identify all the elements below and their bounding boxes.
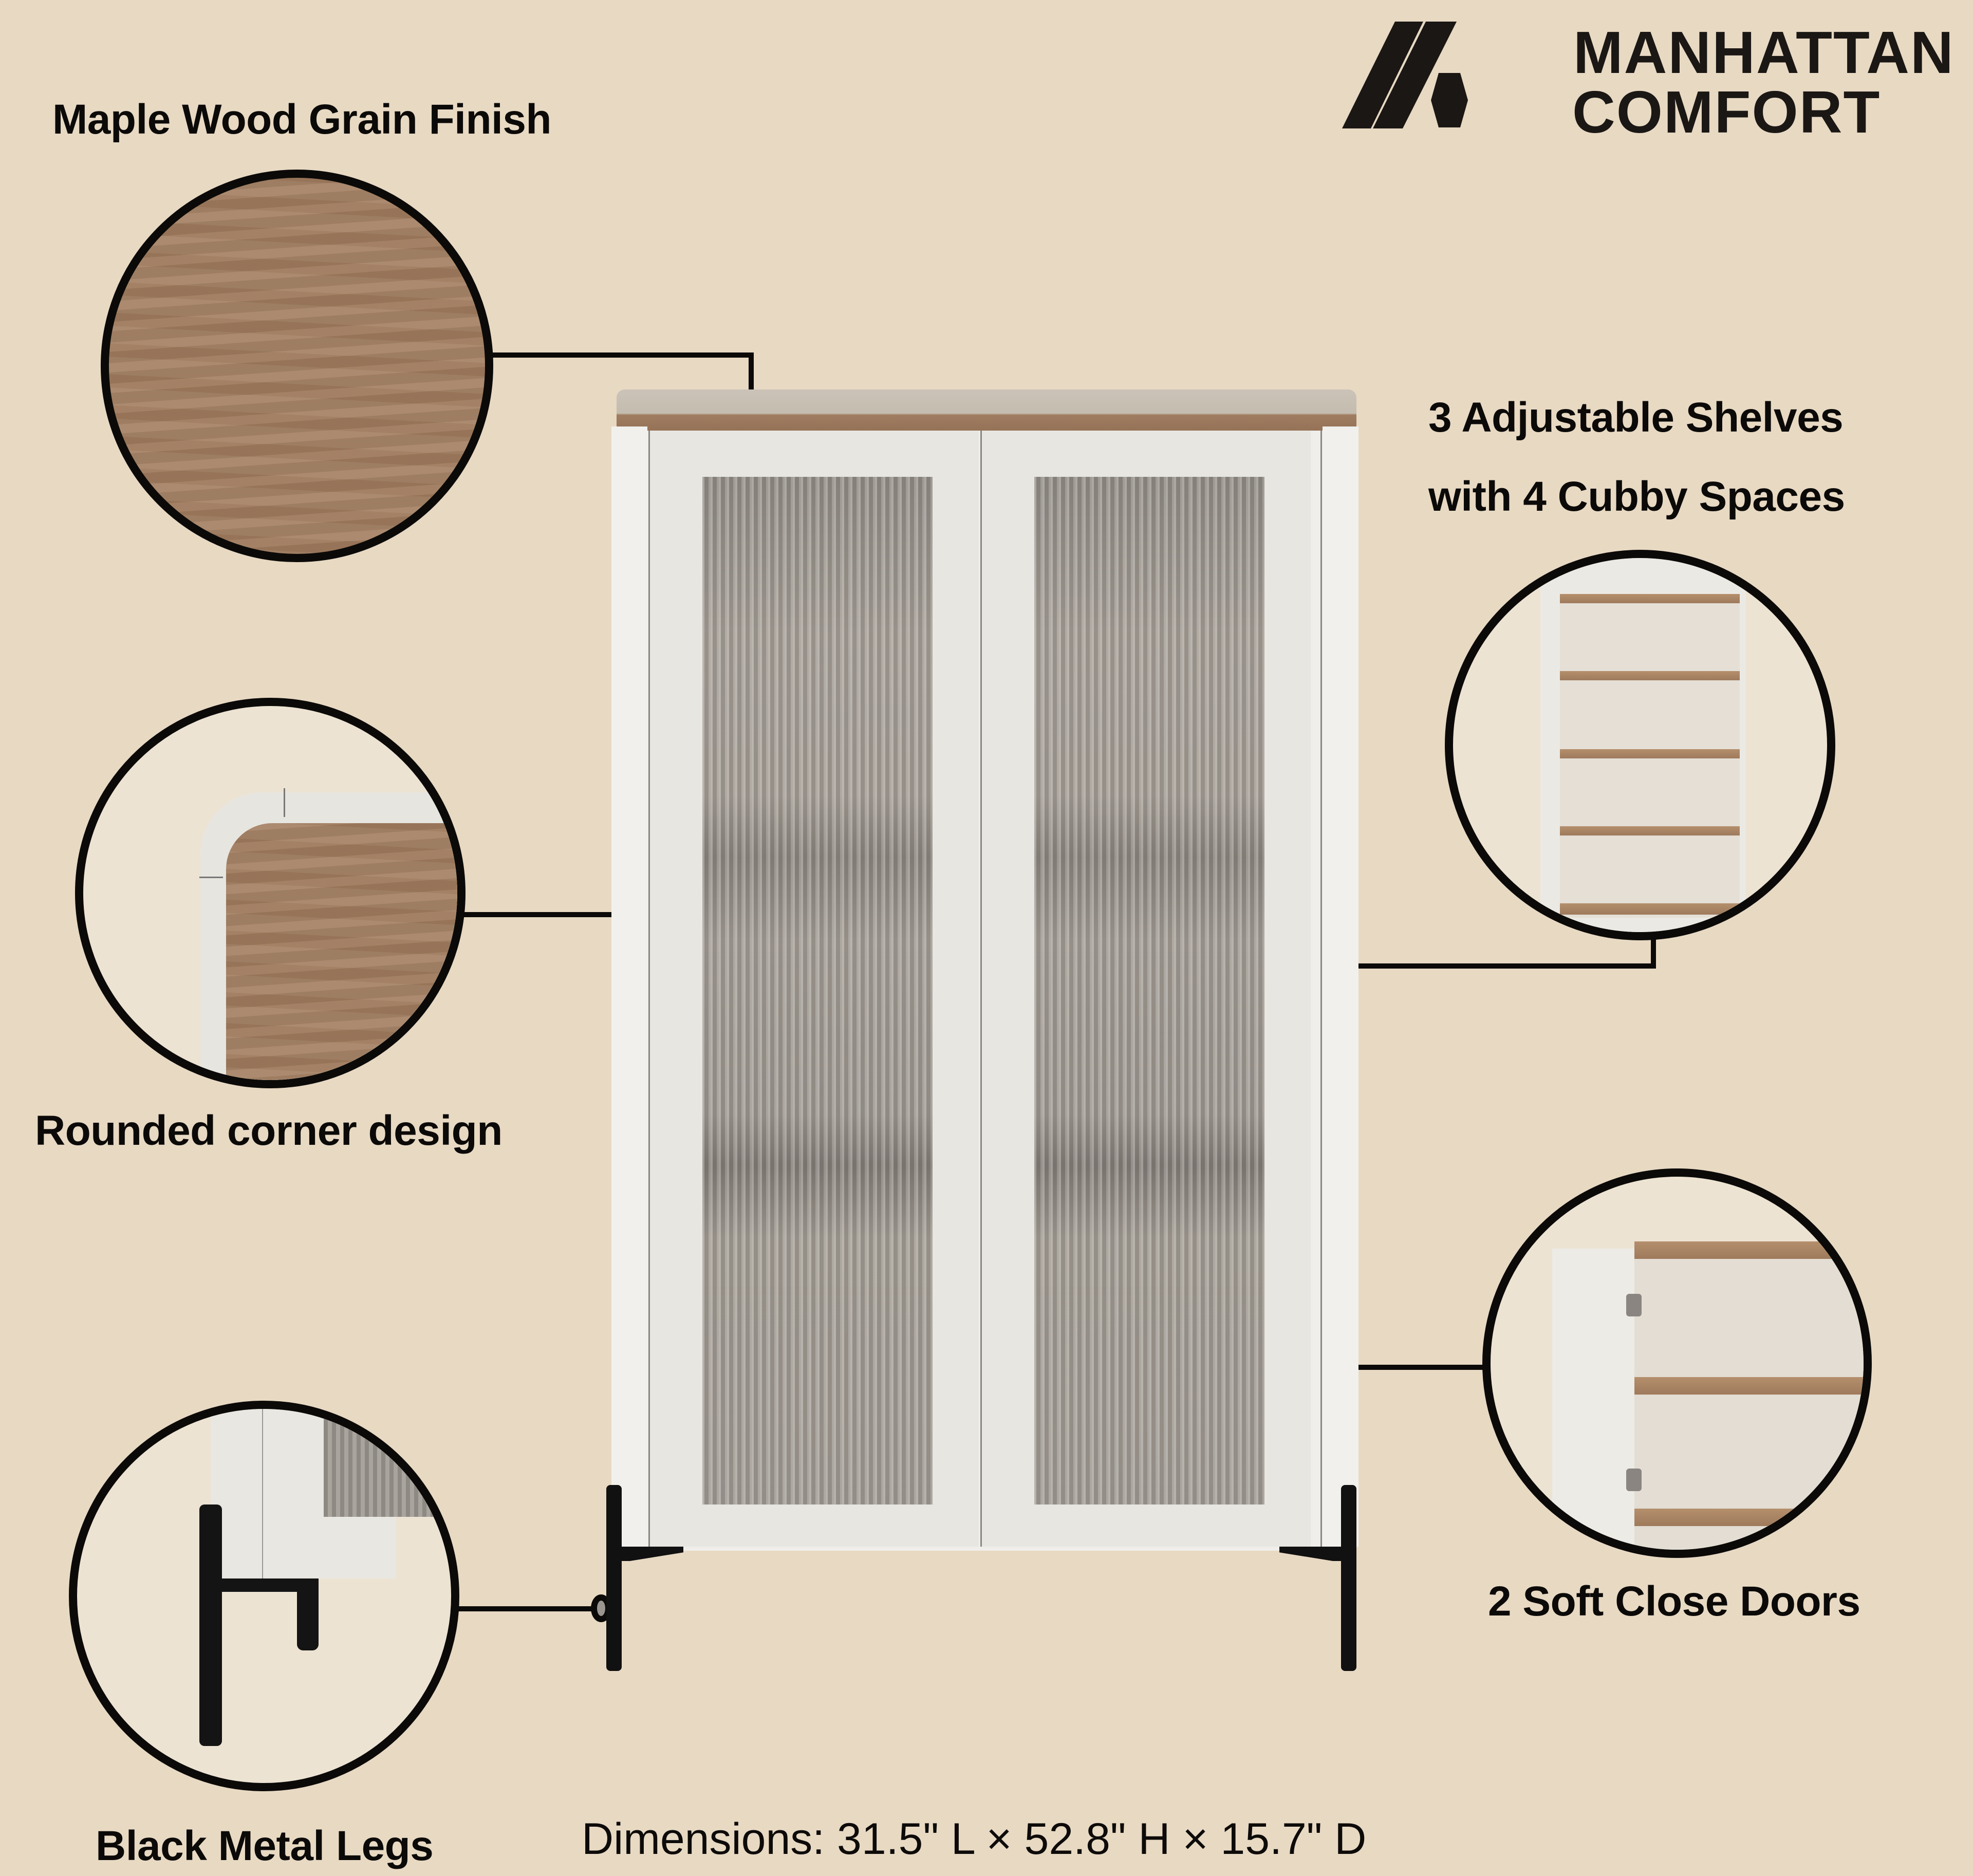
callout-line bbox=[1247, 963, 1656, 969]
feature-label-soft-close: 2 Soft Close Doors bbox=[1488, 1578, 1860, 1625]
wood-grain-swatch bbox=[101, 170, 493, 562]
metal-leg-right-bracket bbox=[1279, 1547, 1346, 1561]
open-door-hinge-closeup bbox=[1482, 1168, 1872, 1558]
callout-line bbox=[456, 1606, 610, 1611]
metal-leg-closeup bbox=[69, 1401, 459, 1791]
cabinet-wood-top bbox=[617, 389, 1356, 431]
feature-label-shelves-line2: with 4 Cubby Spaces bbox=[1428, 473, 1845, 520]
brand-name-line1: MANHATTAN bbox=[1573, 19, 1955, 86]
cabinet-side-right bbox=[1323, 426, 1358, 1547]
feature-label-metal-legs: Black Metal Legs bbox=[96, 1823, 434, 1869]
cabinet-door-right bbox=[980, 431, 1311, 1547]
shelf bbox=[1560, 671, 1740, 680]
door-edge-line bbox=[1320, 431, 1322, 1547]
hinge-icon bbox=[1626, 1294, 1642, 1316]
callout-line bbox=[749, 352, 754, 404]
feature-label-rounded-corner: Rounded corner design bbox=[35, 1107, 502, 1154]
callout-line bbox=[491, 352, 754, 358]
cabinet-side-left bbox=[611, 426, 647, 1547]
callout-line bbox=[1233, 1365, 1490, 1370]
brand-name-line2: COMFORT bbox=[1572, 79, 1881, 145]
shelf bbox=[1560, 903, 1740, 915]
shelf bbox=[1560, 594, 1740, 603]
callout-line bbox=[1651, 938, 1656, 969]
metal-leg-left bbox=[606, 1485, 622, 1671]
shelf bbox=[1560, 826, 1740, 835]
shelf bbox=[1560, 749, 1740, 758]
feature-label-wood-finish: Maple Wood Grain Finish bbox=[52, 96, 552, 143]
feature-label-shelves-line1: 3 Adjustable Shelves bbox=[1428, 394, 1844, 441]
interior-shelves-view bbox=[1445, 550, 1835, 940]
manhattan-comfort-logo-icon bbox=[1342, 22, 1468, 128]
brand-logo: MANHATTAN COMFORT bbox=[1341, 19, 1958, 145]
dimensions-text: Dimensions: 31.5" L × 52.8" H × 15.7" D bbox=[582, 1814, 1367, 1864]
metal-leg-right bbox=[1341, 1485, 1356, 1671]
shelf bbox=[1634, 1377, 1864, 1395]
fluted-glass-panel bbox=[702, 477, 933, 1504]
shelf bbox=[1634, 1241, 1864, 1259]
shelf bbox=[1634, 1509, 1864, 1526]
rounded-corner-closeup bbox=[75, 698, 466, 1088]
hinge-icon bbox=[1626, 1469, 1642, 1491]
metal-leg-left-bracket bbox=[617, 1547, 683, 1561]
callout-line bbox=[462, 912, 627, 917]
fluted-glass-panel bbox=[1034, 477, 1264, 1504]
cabinet-door-left bbox=[648, 431, 979, 1547]
